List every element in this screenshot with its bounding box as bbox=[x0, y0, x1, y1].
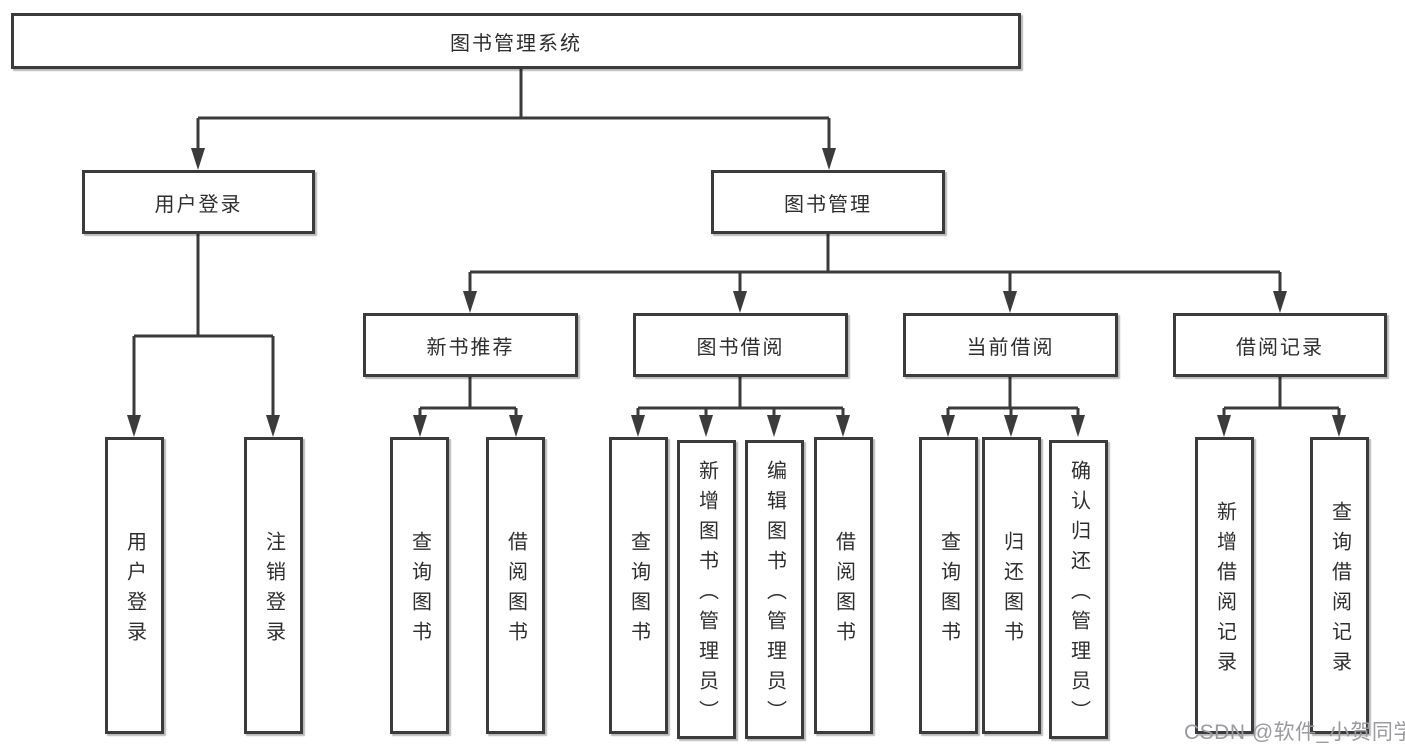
node-borrow-books-1: 借阅图书 bbox=[486, 437, 545, 734]
node-edit-book-admin: 编辑图书（管理员） bbox=[745, 440, 804, 739]
node-label: 图书管理系统 bbox=[450, 32, 582, 55]
node-label: 借阅图书 bbox=[832, 530, 855, 651]
node-new-book-recommendation: 新书推荐 bbox=[363, 313, 578, 377]
node-label: 图书借阅 bbox=[696, 336, 785, 359]
node-label: 确认归还（管理员） bbox=[1067, 459, 1090, 730]
node-label: 新增借阅记录 bbox=[1213, 500, 1236, 681]
node-label: 编辑图书（管理员） bbox=[763, 459, 786, 730]
node-label: 查询借阅记录 bbox=[1328, 500, 1351, 681]
node-label: 归还图书 bbox=[1000, 530, 1023, 651]
node-user-login: 用户登录 bbox=[82, 170, 315, 234]
node-book-borrowing: 图书借阅 bbox=[633, 313, 848, 377]
node-query-books-1: 查询图书 bbox=[390, 437, 449, 734]
node-user-login-leaf: 用户登录 bbox=[105, 437, 164, 734]
node-add-borrow-record: 新增借阅记录 bbox=[1195, 437, 1254, 734]
node-label: 借阅记录 bbox=[1236, 336, 1324, 359]
node-label: 查询图书 bbox=[937, 530, 960, 651]
node-label: 图书管理 bbox=[784, 193, 872, 216]
arrowhead-icons bbox=[127, 148, 1346, 437]
node-confirm-return-admin: 确认归还（管理员） bbox=[1049, 440, 1108, 739]
node-borrowing-records: 借阅记录 bbox=[1173, 313, 1387, 377]
node-borrow-books-2: 借阅图书 bbox=[814, 437, 873, 734]
node-label: 注销登录 bbox=[262, 530, 285, 651]
node-label: 查询图书 bbox=[627, 530, 650, 651]
node-label: 新书推荐 bbox=[426, 336, 515, 359]
node-label: 查询图书 bbox=[408, 530, 431, 651]
node-library-management-system: 图书管理系统 bbox=[11, 13, 1021, 69]
node-add-book-admin: 新增图书（管理员） bbox=[677, 440, 736, 739]
node-query-books-2: 查询图书 bbox=[609, 437, 668, 734]
node-query-books-3: 查询图书 bbox=[919, 437, 978, 734]
node-book-management: 图书管理 bbox=[711, 170, 945, 234]
node-query-borrow-record: 查询借阅记录 bbox=[1310, 437, 1369, 734]
node-current-borrowing: 当前借阅 bbox=[903, 313, 1118, 377]
node-label: 当前借阅 bbox=[966, 336, 1055, 359]
node-label: 用户登录 bbox=[123, 530, 146, 651]
node-label: 用户登录 bbox=[154, 193, 243, 216]
node-label: 新增图书（管理员） bbox=[695, 459, 718, 730]
node-label: 借阅图书 bbox=[504, 530, 527, 651]
node-logout: 注销登录 bbox=[244, 437, 303, 734]
node-return-books: 归还图书 bbox=[982, 437, 1041, 734]
watermark: CSDN @软件_小贺同学 bbox=[1184, 721, 1405, 744]
